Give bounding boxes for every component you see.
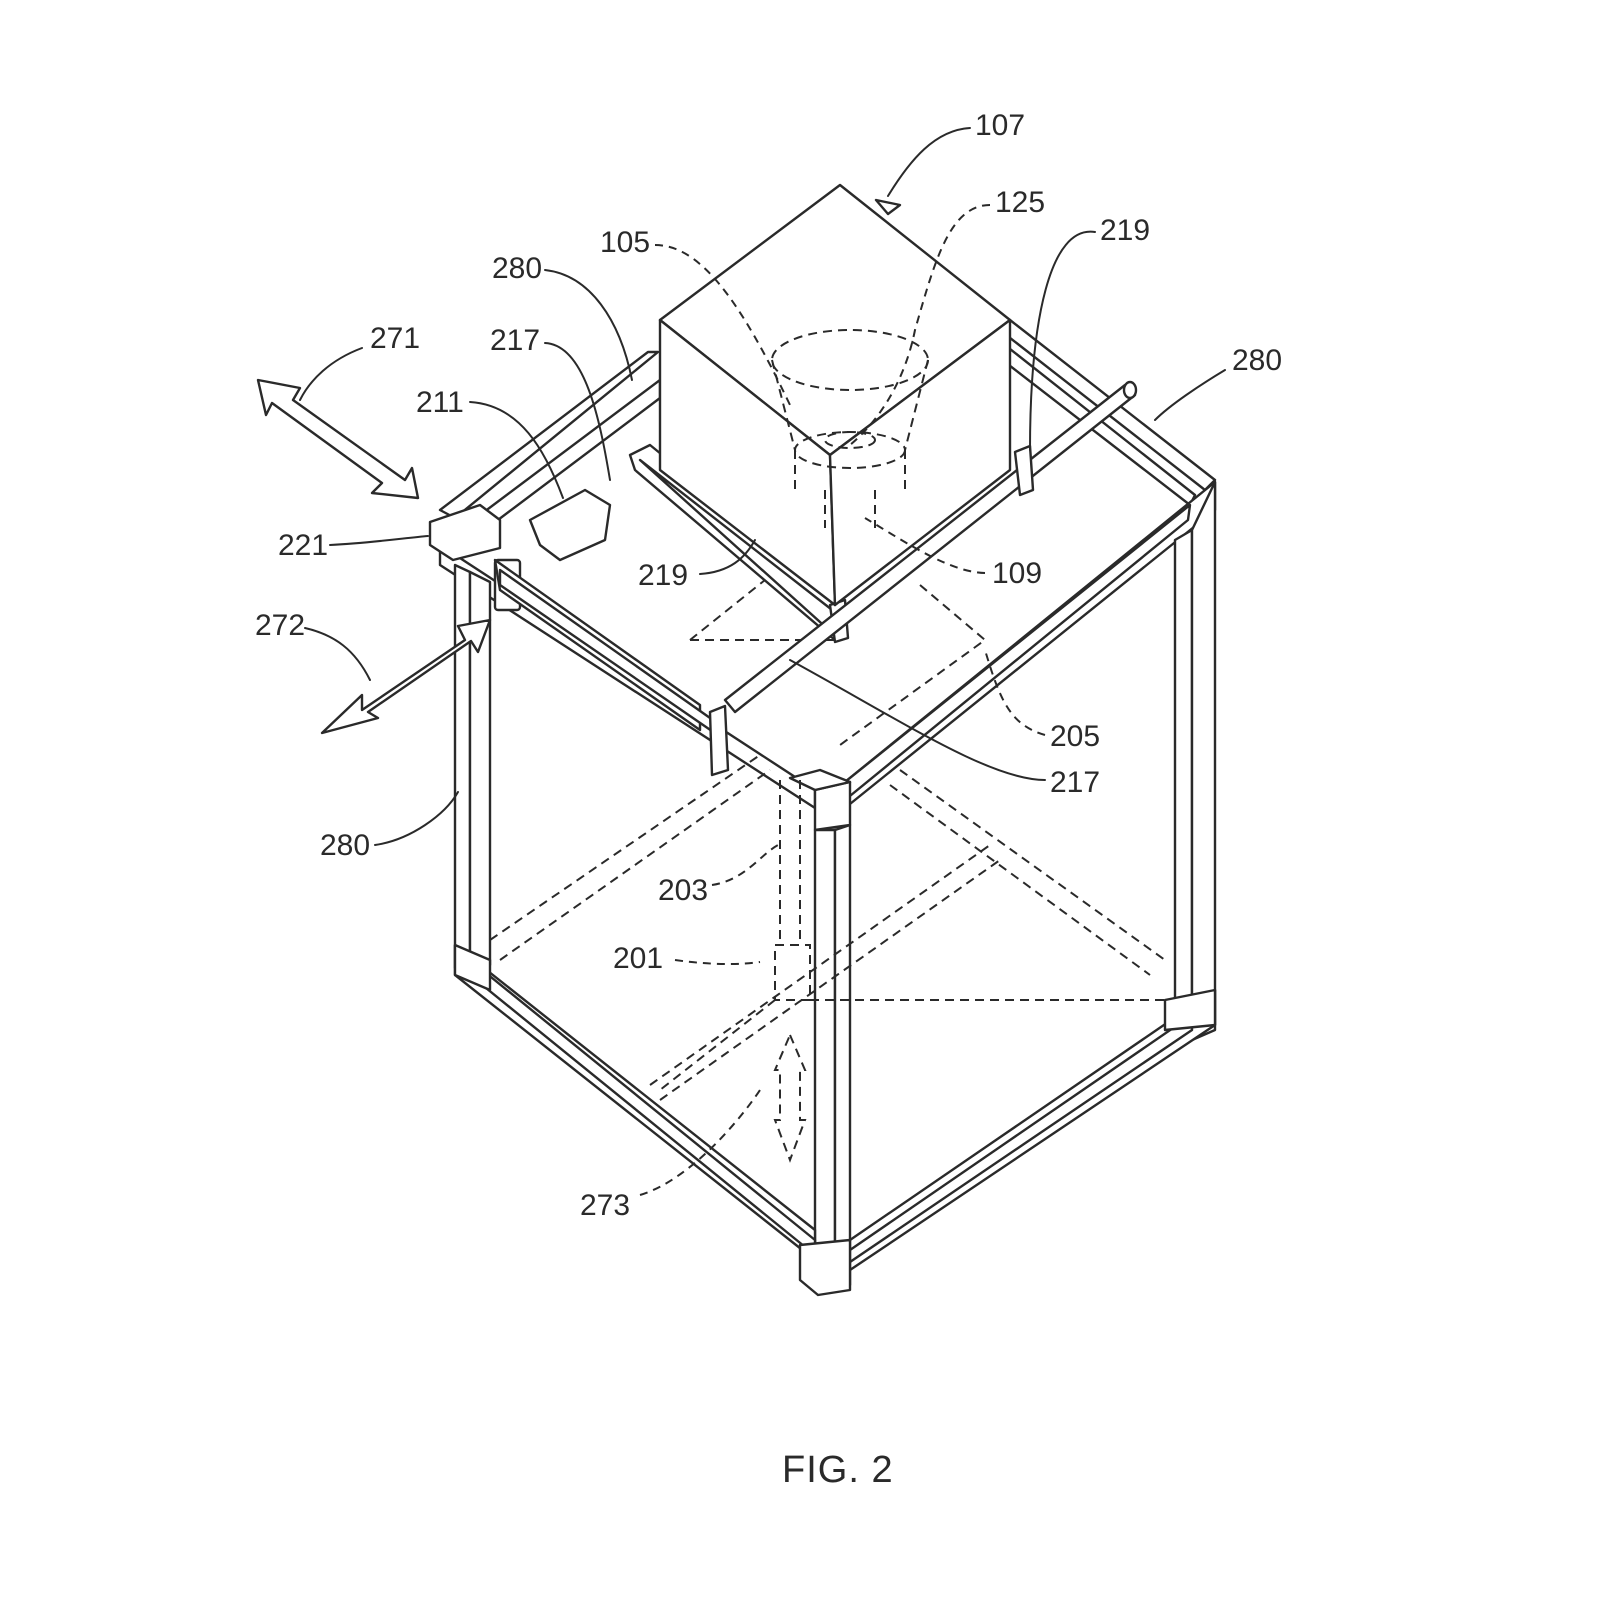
figure-caption: FIG. 2 <box>782 1449 894 1491</box>
hidden-internals <box>489 559 1166 1163</box>
label-272: 272 <box>255 609 305 642</box>
label-219-mid: 219 <box>638 559 688 592</box>
label-271: 271 <box>370 322 420 355</box>
label-217-mid: 217 <box>1050 766 1100 799</box>
label-107: 107 <box>975 109 1025 142</box>
label-109: 109 <box>992 557 1042 590</box>
scanner-box <box>658 183 1012 607</box>
label-280-top-right: 280 <box>1232 344 1282 377</box>
label-221: 221 <box>278 529 328 562</box>
label-217-top: 217 <box>490 324 540 357</box>
label-205: 205 <box>1050 720 1100 753</box>
label-280-left: 280 <box>320 829 370 862</box>
label-211: 211 <box>416 386 464 419</box>
label-105: 105 <box>600 226 650 259</box>
gantry <box>428 380 1138 777</box>
arrows <box>256 378 492 735</box>
label-125: 125 <box>995 186 1045 219</box>
label-203: 203 <box>658 874 708 907</box>
label-219-top: 219 <box>1100 214 1150 247</box>
leaders <box>299 127 1226 1196</box>
labels: 107 125 105 219 280 280 271 217 211 221 … <box>255 109 1282 1222</box>
label-280-top-left: 280 <box>492 252 542 285</box>
label-201: 201 <box>613 942 663 975</box>
label-273: 273 <box>580 1189 630 1222</box>
